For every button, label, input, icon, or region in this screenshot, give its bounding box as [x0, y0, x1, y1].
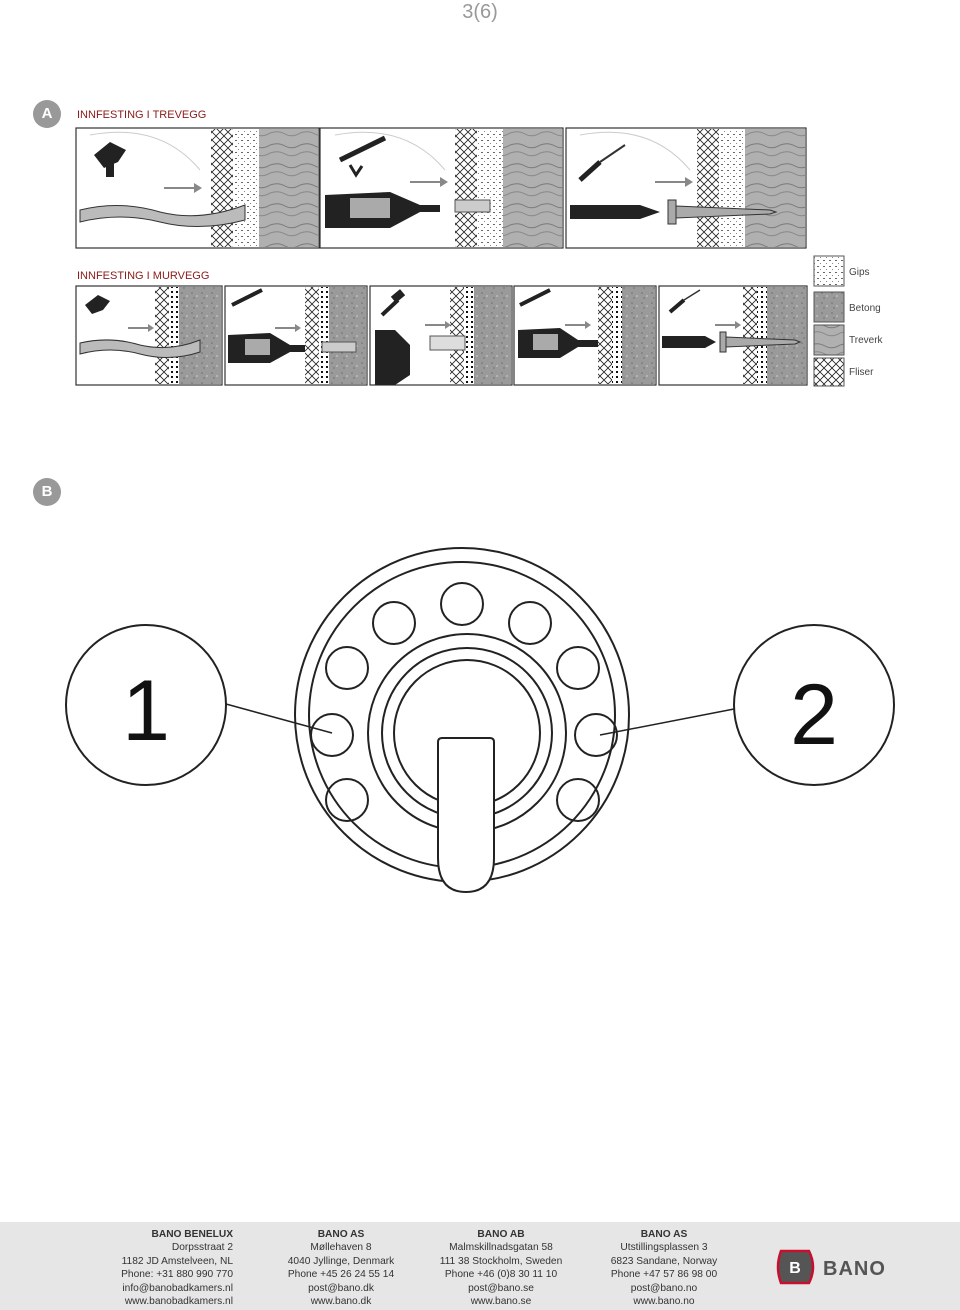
- footer-company: BANO AS: [640, 1229, 688, 1240]
- footer-line: Phone +45 26 24 55 14: [287, 1269, 395, 1281]
- footer-line: Dorpsstraat 2: [171, 1242, 233, 1254]
- bano-logo-text: BANO: [823, 1258, 886, 1280]
- callout-line-2: [599, 708, 735, 736]
- footer-line: Phone +47 57 86 98 00: [610, 1269, 718, 1281]
- legend-label-treverk: Treverk: [849, 335, 883, 346]
- section-title-masonry: INNFESTING I MURVEGG: [77, 270, 210, 282]
- callout-circle-2: [733, 624, 895, 786]
- screwdriver-icon: [668, 289, 701, 314]
- footer-line: post@bano.se: [468, 1282, 534, 1294]
- footer-line: 6823 Sandane, Norway: [610, 1255, 718, 1267]
- wood-step-2-caulk: [319, 127, 564, 249]
- footer-line: post@bano.dk: [308, 1282, 374, 1294]
- caulking-gun-icon: [338, 135, 387, 178]
- footer-line: www.bano.dk: [310, 1296, 372, 1308]
- callout-number-2: 2: [790, 667, 838, 763]
- footer-line: www.banobadkamers.nl: [124, 1296, 233, 1308]
- callout-number-1: 1: [122, 663, 170, 759]
- mounting-plate-diagram: [65, 547, 895, 894]
- masonry-step-2-caulk: [224, 285, 368, 386]
- valve-lever: [437, 737, 495, 894]
- footer-line: 4040 Jyllinge, Denmark: [287, 1255, 395, 1267]
- bano-logo: B BANO: [776, 1249, 886, 1285]
- instruction-illustrations: 1 2: [65, 127, 895, 894]
- footer-col-norway: BANO AS Utstillingsplassen 3 6823 Sandan…: [569, 1228, 759, 1308]
- bano-logo-badge-letter: B: [789, 1260, 801, 1277]
- drill-icon: [85, 295, 110, 314]
- masonry-step-5-screw: [658, 285, 808, 386]
- footer-company: BANO BENELUX: [151, 1229, 233, 1240]
- footer-line: Malmskillnadsgatan 58: [449, 1242, 553, 1254]
- footer-line: 111 38 Stockholm, Sweden: [439, 1255, 563, 1267]
- footer-company: BANO AS: [317, 1229, 365, 1240]
- footer-line: www.bano.no: [633, 1296, 695, 1308]
- footer-line: Phone: +31 880 990 770: [121, 1269, 233, 1281]
- callout-line-1: [225, 703, 333, 734]
- footer-line: Møllehaven 8: [310, 1242, 372, 1254]
- footer-company: BANO AB: [477, 1229, 525, 1240]
- bano-logo-shield: [776, 1249, 815, 1285]
- section-a-badge: A: [33, 100, 61, 128]
- footer-col-benelux: BANO BENELUX Dorpsstraat 2 1182 JD Amste…: [43, 1228, 233, 1308]
- wood-step-3-screw: [565, 127, 807, 249]
- footer-col-denmark: BANO AS Møllehaven 8 4040 Jyllinge, Denm…: [246, 1228, 436, 1308]
- caulking-gun-icon: [231, 288, 263, 307]
- screwdriver-icon: [578, 144, 626, 182]
- callout-circle-1: [65, 624, 227, 786]
- section-title-wood: INNFESTING I TREVEGG: [77, 109, 207, 121]
- section-b-badge: B: [33, 478, 61, 506]
- screw-holes: [310, 582, 618, 822]
- footer-line: 1182 JD Amstelveen, NL: [121, 1255, 233, 1267]
- legend-swatch-betong: [813, 291, 845, 323]
- legend: [813, 255, 845, 387]
- legend-label-fliser: Fliser: [849, 367, 874, 378]
- wood-step-1-drill: [75, 127, 320, 249]
- footer-line: www.bano.se: [470, 1296, 532, 1308]
- footer-line: Phone +46 (0)8 30 11 10: [444, 1269, 558, 1281]
- footer-line: Utstillingsplassen 3: [620, 1242, 708, 1254]
- page-number: 3(6): [462, 1, 498, 23]
- legend-label-gips: Gips: [849, 267, 870, 278]
- footer-line: info@banobadkamers.nl: [122, 1282, 233, 1294]
- caulking-gun-icon: [519, 288, 551, 307]
- legend-swatch-gips: [813, 255, 845, 287]
- masonry-step-1-drill: [75, 285, 223, 386]
- masonry-step-3-hammer: [369, 285, 513, 386]
- legend-swatch-fliser: [813, 357, 845, 387]
- legend-label-betong: Betong: [849, 303, 881, 314]
- masonry-step-4-caulk: [513, 285, 657, 386]
- legend-swatch-treverk: [813, 324, 845, 356]
- hammer-icon: [380, 289, 406, 317]
- footer-line: post@bano.no: [630, 1282, 698, 1294]
- drill-icon: [94, 142, 126, 177]
- footer-col-sweden: BANO AB Malmskillnadsgatan 58 111 38 Sto…: [406, 1228, 596, 1308]
